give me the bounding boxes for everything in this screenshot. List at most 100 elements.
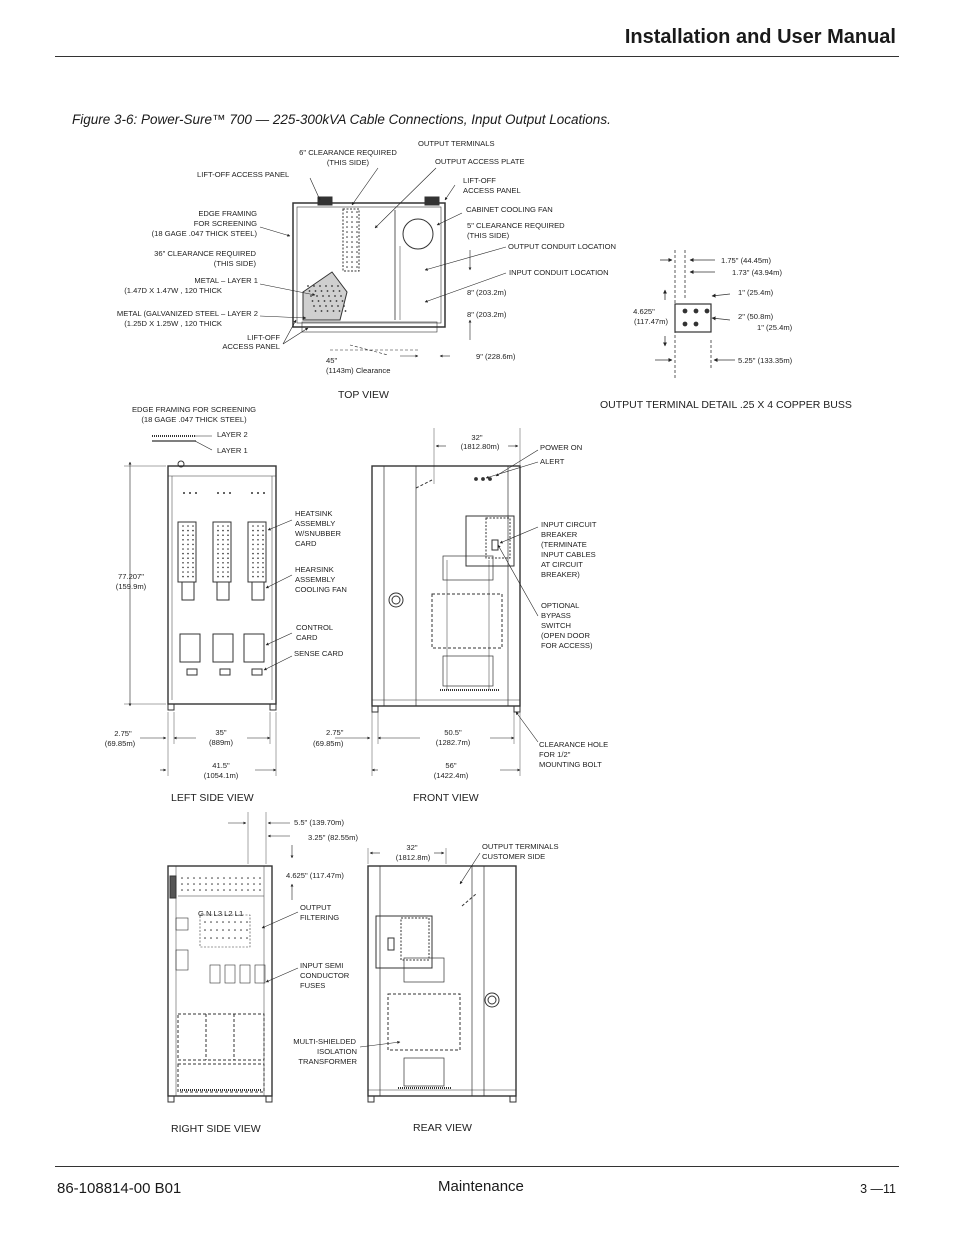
drawing-dot: [222, 929, 224, 931]
drawing-dot: [193, 889, 195, 891]
drawing-dot: [322, 295, 324, 297]
drawing-dot: [346, 231, 348, 233]
svg-text:SWITCH: SWITCH: [541, 621, 571, 630]
drawing-dot: [217, 552, 219, 555]
drawing-dot: [227, 525, 229, 527]
drawing-dot: [227, 539, 229, 541]
drawing-dot: [338, 290, 341, 292]
drawing-dot: [223, 889, 225, 891]
drawing-dot: [227, 543, 229, 546]
drawing-dot: [252, 548, 254, 550]
front-view-drawing: [371, 465, 521, 713]
drawing-dot: [227, 557, 229, 559]
svg-text:9" (228.6m): 9" (228.6m): [476, 352, 516, 361]
drawing-dot: [240, 929, 242, 931]
drawing-dot: [217, 562, 219, 564]
drawing-dot: [331, 285, 333, 287]
drawing-dot: [234, 937, 236, 939]
svg-text:LIFT-OFF: LIFT-OFF: [247, 333, 280, 342]
drawing-dot: [311, 300, 314, 302]
drawing-dot: [356, 261, 358, 263]
drawing-dot: [217, 571, 219, 573]
drawing-dot: [262, 557, 264, 559]
drawing-dot: [187, 889, 189, 891]
drawing-dot: [263, 492, 265, 494]
drawing-dot: [241, 883, 243, 885]
drawing-dot: [356, 236, 358, 238]
svg-text:(69.85m): (69.85m): [313, 739, 344, 748]
drawing-dot: [211, 877, 213, 879]
drawing-dot: [351, 221, 353, 223]
drawing-dot: [192, 534, 194, 536]
drawing-dot: [351, 236, 353, 238]
svg-text:LIFT-OFF: LIFT-OFF: [463, 176, 496, 185]
svg-text:ALERT: ALERT: [540, 457, 565, 466]
drawing-dot: [192, 552, 194, 555]
svg-text:INPUT CABLES: INPUT CABLES: [541, 550, 596, 559]
drawing-dot: [182, 534, 184, 536]
drawing-dot: [257, 552, 259, 555]
drawing-dot: [222, 534, 224, 536]
drawing-dot: [346, 246, 348, 248]
drawing-dot: [252, 562, 254, 564]
drawing-dot: [228, 929, 230, 931]
drawing-dot: [351, 241, 353, 243]
svg-text:5.5" (139.70m): 5.5" (139.70m): [294, 818, 344, 827]
drawing-dot: [262, 562, 264, 564]
drawing-dot: [227, 562, 229, 564]
drawing-dot: [262, 534, 264, 536]
svg-text:1" (25.4m): 1" (25.4m): [738, 288, 774, 297]
drawing-dot: [257, 539, 259, 541]
drawing-dot: [235, 883, 237, 885]
svg-text:MULTI-SHIELDED: MULTI-SHIELDED: [293, 1037, 356, 1046]
drawing-dot: [217, 529, 219, 532]
svg-text:OPTIONAL: OPTIONAL: [541, 601, 579, 610]
svg-text:(159.9m): (159.9m): [116, 582, 147, 591]
svg-text:POWER ON: POWER ON: [540, 443, 582, 452]
drawing-dot: [320, 310, 323, 312]
drawing-dot: [259, 877, 261, 879]
svg-text:AT CIRCUIT: AT CIRCUIT: [541, 560, 583, 569]
drawing-dot: [192, 571, 194, 573]
drawing-dot: [193, 883, 195, 885]
drawing-dot: [204, 937, 206, 939]
drawing-dot: [246, 929, 248, 931]
drawing-dot: [227, 552, 229, 555]
svg-text:FOR ACCESS): FOR ACCESS): [541, 641, 593, 650]
right-side-drawing: [167, 865, 273, 1103]
svg-text:CONDUCTOR: CONDUCTOR: [300, 971, 350, 980]
drawing-dot: [346, 236, 348, 238]
svg-text:FILTERING: FILTERING: [300, 913, 339, 922]
drawing-dot: [187, 539, 189, 541]
drawing-dot: [205, 883, 207, 885]
drawing-dot: [222, 529, 224, 532]
drawing-dot: [356, 251, 358, 253]
right-side-view-title: RIGHT SIDE VIEW: [171, 1123, 261, 1135]
drawing-dot: [325, 285, 327, 287]
document-number: 86-108814-00 B01: [57, 1180, 182, 1197]
drawing-dot: [310, 295, 312, 297]
drawing-dot: [351, 231, 353, 233]
svg-text:HEATSINK: HEATSINK: [295, 509, 332, 518]
svg-text:45": 45": [326, 356, 337, 365]
svg-text:BREAKER): BREAKER): [541, 570, 580, 579]
drawing-dot: [317, 300, 320, 302]
drawing-dot: [235, 877, 237, 879]
svg-text:(117.47m): (117.47m): [634, 317, 669, 326]
drawing-dot: [222, 552, 224, 555]
drawing-dot: [216, 921, 218, 923]
svg-text:TRANSFORMER: TRANSFORMER: [298, 1057, 357, 1066]
drawing-dot: [182, 548, 184, 550]
drawing-dot: [217, 543, 219, 546]
drawing-dot: [216, 937, 218, 939]
svg-text:INPUT CIRCUIT: INPUT CIRCUIT: [541, 520, 597, 529]
drawing-dot: [331, 305, 333, 307]
drawing-dot: [252, 575, 254, 578]
drawing-dot: [182, 575, 184, 578]
drawing-dot: [222, 562, 224, 564]
rear-view-text: 32" (1812.8m) OUTPUT TERMINALS CUSTOMER …: [396, 842, 559, 1134]
drawing-dot: [262, 575, 264, 578]
svg-text:5.25" (133.35m): 5.25" (133.35m): [738, 356, 793, 365]
drawing-dot: [187, 877, 189, 879]
drawing-dot: [356, 221, 358, 223]
